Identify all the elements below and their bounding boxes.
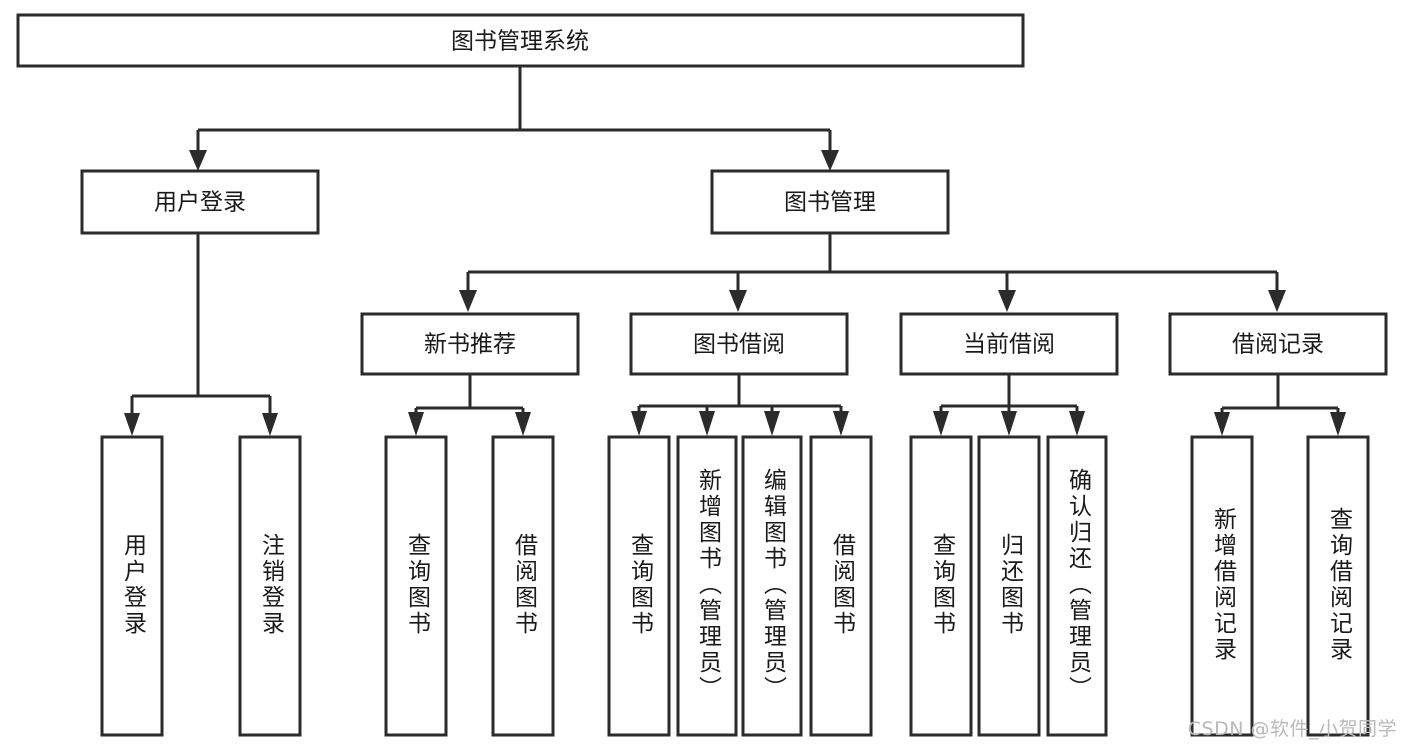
leaf-node-query-book-current-label: 查询图书 [929, 533, 957, 637]
leaf-node-add-book-label: 新增图书（管理员） [695, 468, 723, 702]
arrow-head-current-borrow [998, 290, 1016, 312]
leaf-node-edit-book-label: 编辑图书（管理员） [760, 468, 788, 702]
leaf-node-logout-label: 注销登录 [258, 533, 286, 637]
node-borrow-records-box[interactable] [1168, 312, 1388, 376]
leaf-node-edit-book-box[interactable] [741, 435, 803, 737]
node-root-system[interactable]: 图书管理系统 [16, 13, 1025, 68]
leaf-node-confirm-return-box[interactable] [1046, 435, 1108, 737]
node-current-borrow-box[interactable] [899, 312, 1119, 376]
node-book-borrow[interactable]: 图书借阅 [629, 312, 849, 376]
arrow-head-bookborrow-leaf-1 [631, 411, 647, 436]
arrow-head-bookborrow-leaf-3 [764, 411, 780, 436]
leaf-node-logout-box[interactable] [238, 435, 302, 737]
leaf-node-borrow-book-box[interactable] [809, 435, 873, 737]
node-current-borrow-label: 当前借阅 [963, 332, 1055, 358]
node-book-management-box[interactable] [710, 169, 950, 235]
leaf-node-query-book-borrow[interactable]: 查询图书 [607, 435, 671, 737]
node-user-login-box[interactable] [80, 169, 320, 235]
leaf-node-logout[interactable]: 注销登录 [238, 435, 302, 737]
node-book-management-label: 图书管理 [784, 190, 876, 216]
leaf-node-user-login-box[interactable] [100, 435, 164, 737]
leaf-node-confirm-return[interactable]: 确认归还（管理员） [1046, 435, 1108, 737]
node-book-borrow-label: 图书借阅 [693, 332, 785, 358]
node-borrow-records[interactable]: 借阅记录 [1168, 312, 1388, 376]
arrow-head-user-login [189, 150, 207, 171]
arrow-head-bookborrow-leaf-2 [699, 411, 715, 436]
arrow-head-leaf-logout [262, 413, 278, 436]
leaf-node-edit-book[interactable]: 编辑图书（管理员） [741, 435, 803, 737]
leaf-node-add-borrow-record[interactable]: 新增借阅记录 [1190, 435, 1254, 737]
leaf-node-user-login[interactable]: 用户登录 [100, 435, 164, 737]
leaf-node-confirm-return-label: 确认归还（管理员） [1065, 468, 1093, 702]
node-new-book-recommend-box[interactable] [360, 312, 580, 376]
leaf-node-add-book-box[interactable] [676, 435, 738, 737]
leaf-node-add-borrow-record-label: 新增借阅记录 [1210, 507, 1238, 663]
leaf-node-query-borrow-record-label: 查询借阅记录 [1326, 507, 1354, 663]
connector-layer [124, 67, 1346, 436]
node-current-borrow[interactable]: 当前借阅 [899, 312, 1119, 376]
leaf-node-borrow-book-recommend-label: 借阅图书 [511, 533, 539, 637]
node-new-book-recommend-label: 新书推荐 [424, 332, 516, 358]
arrow-head-currentborrow-leaf-3 [1069, 411, 1085, 436]
arrow-head-book-borrow [729, 290, 747, 312]
leaf-node-query-book-recommend[interactable]: 查询图书 [384, 435, 448, 737]
node-user-login[interactable]: 用户登录 [80, 169, 320, 235]
leaf-node-query-book-current-box[interactable] [909, 435, 973, 737]
arrow-head-borrow-records [1268, 290, 1286, 312]
arrow-head-book-mgmt [821, 150, 839, 171]
arrow-head-leaf-user-login [124, 413, 140, 436]
leaf-node-query-book-borrow-box[interactable] [607, 435, 671, 737]
leaf-node-query-book-current[interactable]: 查询图书 [909, 435, 973, 737]
leaf-node-borrow-book-recommend[interactable]: 借阅图书 [491, 435, 555, 737]
node-new-book-recommend[interactable]: 新书推荐 [360, 312, 580, 376]
node-user-login-label: 用户登录 [154, 190, 246, 216]
node-book-management[interactable]: 图书管理 [710, 169, 950, 235]
arrow-head-borrowrecords-leaf-1 [1214, 412, 1230, 436]
leaf-node-return-book-label: 归还图书 [997, 533, 1025, 637]
leaf-node-return-book-box[interactable] [977, 435, 1041, 737]
leaf-node-borrow-book[interactable]: 借阅图书 [809, 435, 873, 737]
node-root-box[interactable] [16, 13, 1025, 68]
leaf-node-query-book-borrow-label: 查询图书 [627, 533, 655, 637]
leaf-node-add-borrow-record-box[interactable] [1190, 435, 1254, 737]
leaf-node-query-borrow-record[interactable]: 查询借阅记录 [1306, 435, 1370, 737]
node-book-borrow-box[interactable] [629, 312, 849, 376]
node-root-label: 图书管理系统 [451, 29, 589, 55]
leaf-node-user-login-label: 用户登录 [120, 533, 148, 637]
leaf-node-borrow-book-recommend-box[interactable] [491, 435, 555, 737]
leaf-node-return-book[interactable]: 归还图书 [977, 435, 1041, 737]
arrow-head-currentborrow-leaf-2 [1001, 411, 1017, 436]
node-borrow-records-label: 借阅记录 [1232, 332, 1324, 358]
leaf-node-query-borrow-record-box[interactable] [1306, 435, 1370, 737]
arrow-head-borrowrecords-leaf-2 [1330, 412, 1346, 436]
arrow-head-currentborrow-leaf-1 [933, 411, 949, 436]
leaf-node-query-book-recommend-label: 查询图书 [404, 533, 432, 637]
leaf-node-add-book[interactable]: 新增图书（管理员） [676, 435, 738, 737]
arrow-head-new-book [459, 290, 477, 312]
arrow-head-newbook-leaf-2 [515, 412, 531, 436]
arrow-head-newbook-leaf-1 [408, 412, 424, 436]
leaf-node-borrow-book-label: 借阅图书 [829, 533, 857, 637]
leaf-node-query-book-recommend-box[interactable] [384, 435, 448, 737]
arrow-head-bookborrow-leaf-4 [833, 411, 849, 436]
